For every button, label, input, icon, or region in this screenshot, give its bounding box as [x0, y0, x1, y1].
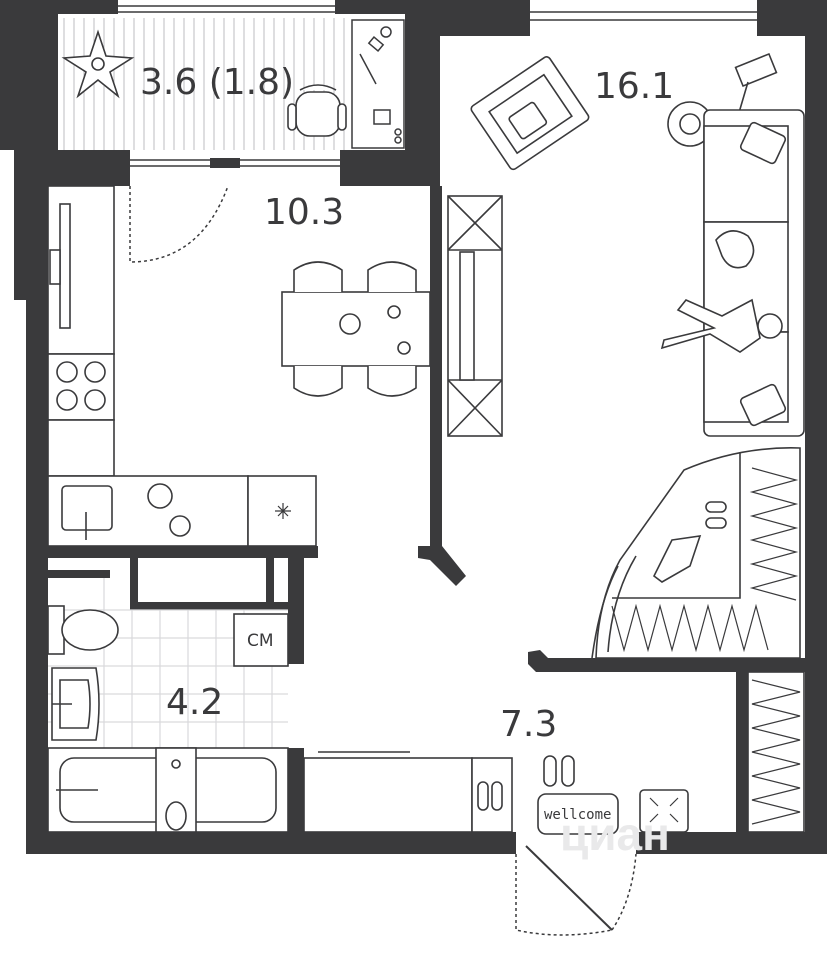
sink-icon — [51, 667, 100, 741]
doormat-label: wellcome — [544, 807, 611, 823]
fridge-icon — [47, 185, 115, 355]
plant-icon — [61, 29, 135, 99]
stove-icon — [47, 353, 115, 477]
living-area-label: 16.1 — [594, 66, 674, 107]
kitchen — [47, 185, 431, 547]
washing-machine-icon — [233, 613, 289, 667]
hall — [303, 671, 805, 936]
washer-label: СМ — [247, 631, 274, 651]
watermark: циан — [560, 808, 670, 860]
counter-icon — [47, 475, 317, 547]
doormat-icon — [537, 793, 619, 835]
toilet-icon — [47, 605, 119, 655]
sofa-icon — [703, 109, 805, 437]
cat-icon — [715, 230, 755, 269]
shoe-cabinet-icon — [303, 751, 513, 833]
slippers-icon — [543, 755, 575, 787]
walls — [0, 0, 827, 854]
hall-area-label: 7.3 — [500, 704, 557, 745]
chair-icon — [293, 261, 417, 397]
dining-table-icon — [281, 261, 431, 397]
windows — [118, 5, 757, 167]
kitchen-area-label: 10.3 — [264, 192, 344, 233]
hall-wardrobe-icon — [747, 671, 805, 833]
tv-unit-icon — [447, 195, 503, 437]
balcony — [61, 18, 405, 150]
bathroom-area-label: 4.2 — [166, 682, 223, 723]
living-room — [470, 52, 805, 659]
wardrobe-icon — [591, 447, 801, 659]
bathtub-icon — [47, 747, 289, 833]
balcony-area-label: 3.6 (1.8) — [140, 62, 294, 103]
shoes-icon — [652, 501, 727, 583]
armchair-icon — [470, 56, 590, 171]
pouf-icon — [639, 789, 689, 833]
entrance-door-icon — [515, 845, 637, 936]
desk-icon — [351, 19, 405, 149]
office-chair-icon — [287, 84, 347, 137]
bathroom — [47, 578, 289, 833]
person-icon — [660, 298, 783, 353]
